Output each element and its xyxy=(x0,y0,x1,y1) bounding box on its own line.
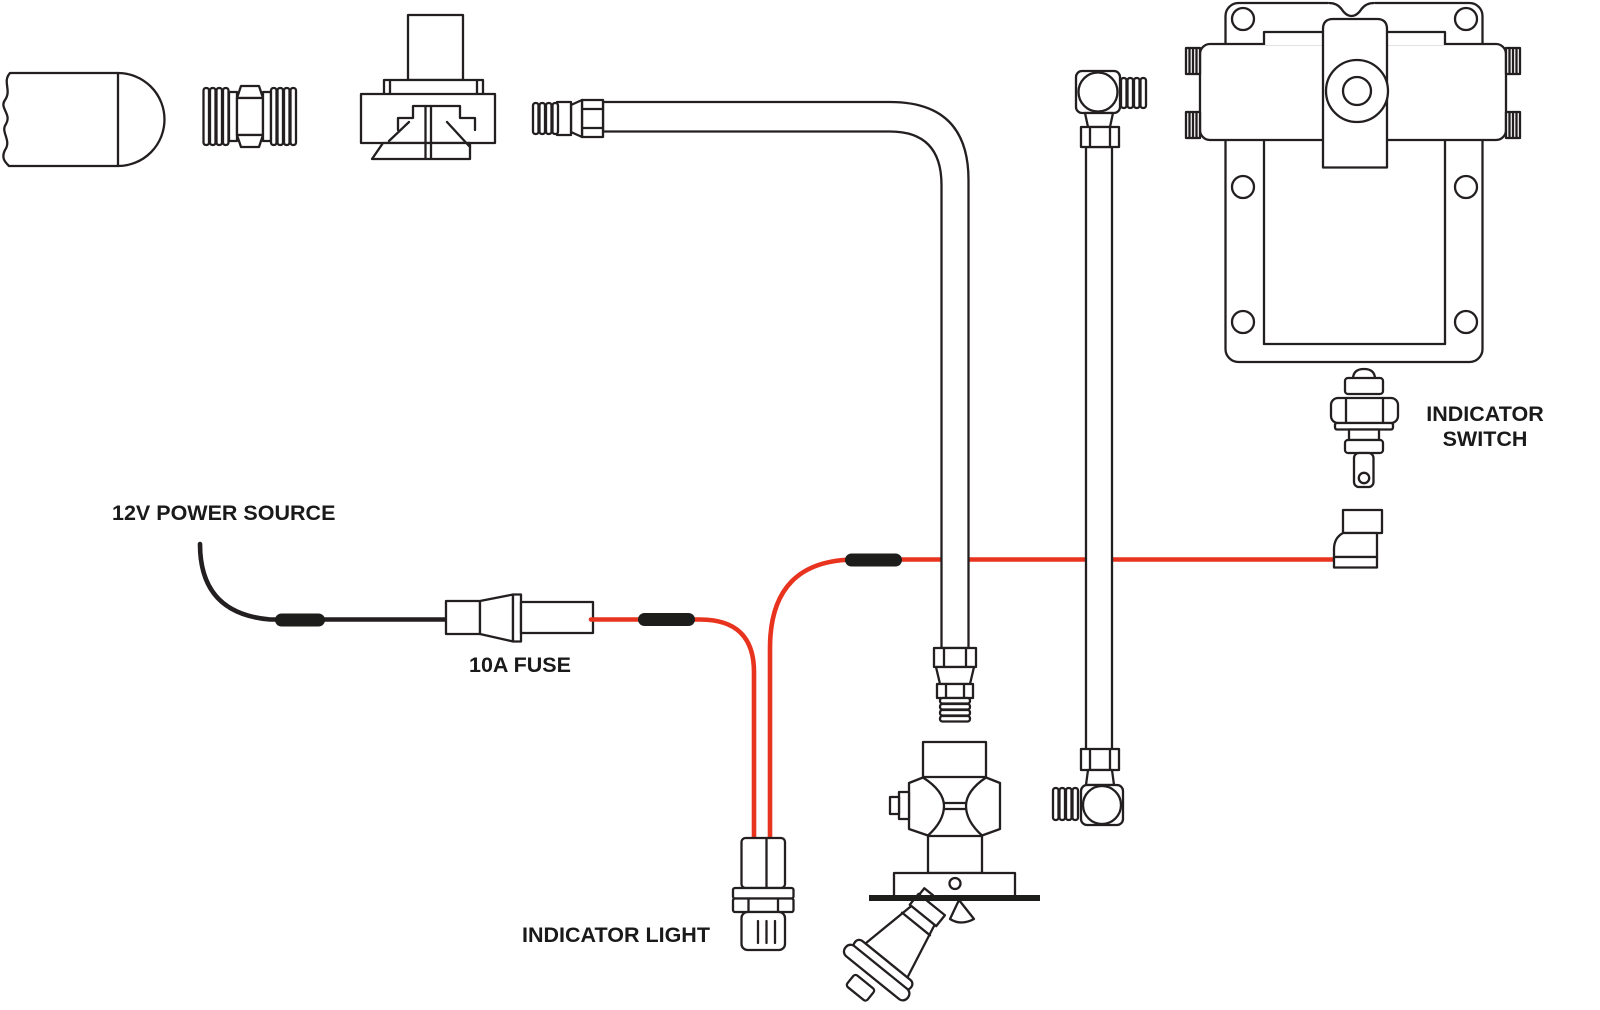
mounting-panel xyxy=(869,895,1040,901)
wire-splice xyxy=(638,613,695,626)
hose-bottom-fitting xyxy=(932,646,978,723)
indicator-switch xyxy=(1329,367,1400,489)
power-wire xyxy=(197,541,453,627)
bolt-hole xyxy=(1230,309,1256,335)
manifold-port xyxy=(1504,46,1522,76)
label-indicator-switch-line1: INDICATOR xyxy=(1426,402,1544,426)
indicator-lamp xyxy=(842,887,947,1002)
hose-top-elbow xyxy=(1074,69,1148,149)
indicator-feed-wire xyxy=(588,613,757,843)
label-power-source: 12V POWER SOURCE xyxy=(112,501,335,525)
bolt-hole xyxy=(1453,174,1479,200)
manifold-port xyxy=(1184,110,1202,140)
bolt-hole xyxy=(1453,309,1479,335)
wire-splice xyxy=(275,613,325,627)
hose-bottom-elbow xyxy=(1051,747,1125,827)
return-hose xyxy=(1051,69,1148,827)
label-indicator-light: INDICATOR LIGHT xyxy=(522,923,710,947)
labels: 12V POWER SOURCE 10A FUSE INDICATOR LIGH… xyxy=(112,402,1544,947)
valve-right-dome xyxy=(964,776,1002,837)
lamp-cone-tip xyxy=(948,898,976,924)
wire-splice xyxy=(845,553,902,567)
label-fuse: 10A FUSE xyxy=(469,653,571,677)
supply-hose xyxy=(531,98,978,723)
manifold-port xyxy=(1504,110,1522,140)
switch-connector-boot xyxy=(1332,508,1384,569)
indicator-light-connector xyxy=(731,836,795,952)
hose-end-fitting xyxy=(531,98,605,139)
label-indicator-switch-line2: SWITCH xyxy=(1443,427,1528,451)
bulkhead-fitting xyxy=(359,13,497,161)
indicator-return-wire xyxy=(767,553,1341,843)
bolt-hole xyxy=(1230,174,1256,200)
brake-line-end xyxy=(2,71,166,168)
valve-left-dome xyxy=(907,776,946,837)
manifold-port xyxy=(1184,46,1202,76)
bolt-hole xyxy=(1230,6,1256,32)
valve-side-port xyxy=(897,790,911,821)
valve-assembly xyxy=(842,740,1040,1002)
bolt-hole xyxy=(1453,6,1479,32)
fuse-holder xyxy=(444,593,595,643)
tube-union-fitting xyxy=(202,84,298,149)
control-unit xyxy=(1184,1,1522,364)
